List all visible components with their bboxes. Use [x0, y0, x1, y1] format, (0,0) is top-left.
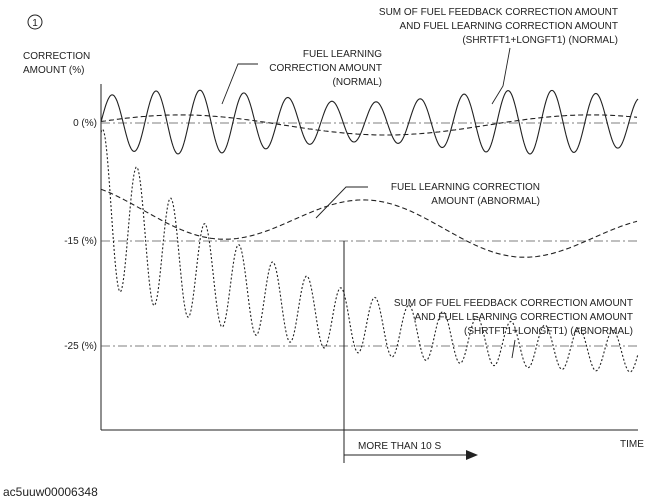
curve-sum-abnormal — [100, 128, 639, 373]
svg-text:FUEL LEARNING CORRECTION: FUEL LEARNING CORRECTION — [391, 182, 540, 193]
leader-sum-abnormal — [511, 339, 516, 359]
svg-text:AMOUNT (ABNORMAL): AMOUNT (ABNORMAL) — [431, 196, 540, 207]
annotation-learning-normal: FUEL LEARNING CORRECTION AMOUNT (NORMAL) — [269, 49, 382, 88]
svg-text:(NORMAL): (NORMAL) — [333, 77, 382, 88]
figure-number-badge: 1 — [27, 14, 43, 30]
svg-text:FUEL LEARNING: FUEL LEARNING — [303, 49, 382, 60]
time-marker-label: MORE THAN 10 S — [358, 441, 441, 452]
tick-label-minus25: -25 (%) — [64, 341, 97, 352]
annotation-sum-abnormal: SUM OF FUEL FEEDBACK CORRECTION AMOUNT A… — [394, 298, 633, 337]
svg-text:CORRECTION AMOUNT: CORRECTION AMOUNT — [269, 63, 382, 74]
leader-learning-abnormal — [315, 186, 368, 219]
curve-learning-normal — [100, 114, 638, 136]
annotation-learning-abnormal: FUEL LEARNING CORRECTION AMOUNT (ABNORMA… — [391, 182, 540, 207]
svg-text:(SHRTFT1+LONGFT1) (ABNORMAL): (SHRTFT1+LONGFT1) (ABNORMAL) — [464, 326, 633, 337]
svg-text:SUM OF FUEL FEEDBACK CORRECTIO: SUM OF FUEL FEEDBACK CORRECTION AMOUNT — [394, 298, 633, 309]
curve-sum-normal — [100, 89, 639, 155]
y-axis-label-line1: CORRECTION — [23, 51, 90, 62]
curve-learning-abnormal — [100, 188, 638, 258]
arrow-head-icon — [466, 450, 478, 460]
y-axis-label-line2: AMOUNT (%) — [23, 65, 84, 76]
leader-learning-normal — [221, 63, 258, 105]
tick-label-minus15: -15 (%) — [64, 236, 97, 247]
tick-label-0: 0 (%) — [73, 118, 97, 129]
svg-text:AND FUEL LEARNING CORRECTION A: AND FUEL LEARNING CORRECTION AMOUNT — [414, 312, 633, 323]
x-axis-label: TIME — [620, 439, 644, 450]
svg-text:SUM OF FUEL FEEDBACK CORRECTIO: SUM OF FUEL FEEDBACK CORRECTION AMOUNT — [379, 7, 618, 18]
svg-text:AND FUEL LEARNING CORRECTION A: AND FUEL LEARNING CORRECTION AMOUNT — [399, 21, 618, 32]
leader-sum-normal — [491, 47, 511, 105]
figure-number: 1 — [32, 18, 38, 29]
figure-code: ac5uuw00006348 — [3, 485, 98, 499]
annotation-sum-normal: SUM OF FUEL FEEDBACK CORRECTION AMOUNT A… — [379, 7, 618, 46]
svg-text:(SHRTFT1+LONGFT1) (NORMAL): (SHRTFT1+LONGFT1) (NORMAL) — [462, 35, 618, 46]
